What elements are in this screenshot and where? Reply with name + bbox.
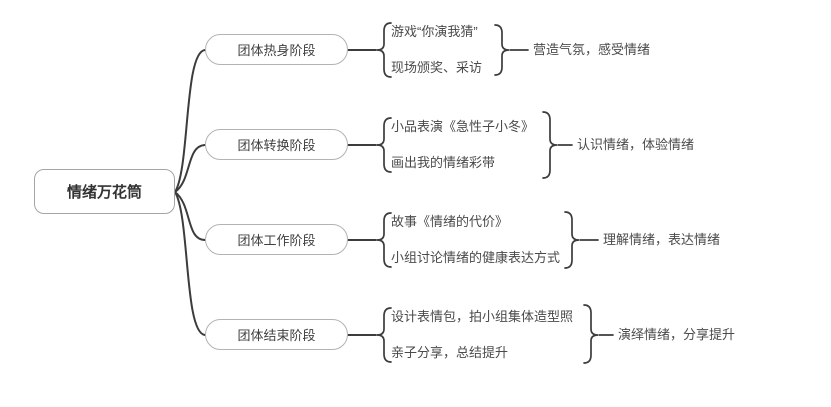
right-brace-2: [542, 111, 558, 179]
curve-root-to-stage-3: [174, 191, 206, 241]
stage-node-warmup[interactable]: 团体热身阶段: [205, 34, 348, 65]
left-brace-3: [376, 212, 392, 268]
curve-root-to-stage-2: [174, 144, 206, 193]
root-label: 情绪万花筒: [66, 184, 142, 201]
right-brace-4: [583, 304, 599, 364]
left-brace-4: [376, 307, 392, 363]
activity-item[interactable]: 设计表情包，拍小组集体造型照: [391, 309, 574, 324]
activity-item[interactable]: 小品表演《急性子小冬》: [391, 119, 535, 134]
root-node[interactable]: 情绪万花筒: [34, 169, 175, 214]
outcome-label[interactable]: 认识情绪，体验情绪: [577, 137, 695, 152]
activity-item[interactable]: 亲子分享，总结提升: [391, 345, 509, 360]
stage-node-work[interactable]: 团体工作阶段: [205, 224, 348, 255]
outcome-label[interactable]: 营造气氛，感受情绪: [533, 42, 651, 57]
left-brace-1: [376, 22, 392, 78]
outcome-label[interactable]: 理解情绪，表达情绪: [603, 232, 721, 247]
curve-root-to-stage-1: [174, 49, 206, 193]
left-brace-2: [376, 117, 392, 173]
right-brace-3: [564, 211, 580, 269]
activity-item[interactable]: 游戏“你演我猜”: [391, 24, 478, 39]
outcome-label[interactable]: 演绎情绪，分享提升: [618, 327, 736, 342]
curve-root-to-stage-4: [174, 191, 206, 336]
activity-item[interactable]: 小组讨论情绪的健康表达方式: [391, 250, 561, 265]
activity-item[interactable]: 故事《情绪的代价》: [391, 214, 509, 229]
stage-label: 团体结束阶段: [237, 328, 316, 343]
stage-label: 团体热身阶段: [237, 43, 316, 58]
right-brace-1: [494, 24, 510, 76]
stage-node-transition[interactable]: 团体转换阶段: [205, 129, 348, 160]
activity-item[interactable]: 画出我的情绪彩带: [391, 155, 496, 170]
stage-label: 团体工作阶段: [237, 233, 316, 248]
stage-label: 团体转换阶段: [237, 138, 316, 153]
stage-node-closing[interactable]: 团体结束阶段: [205, 319, 348, 350]
activity-item[interactable]: 现场颁奖、采访: [391, 60, 483, 75]
